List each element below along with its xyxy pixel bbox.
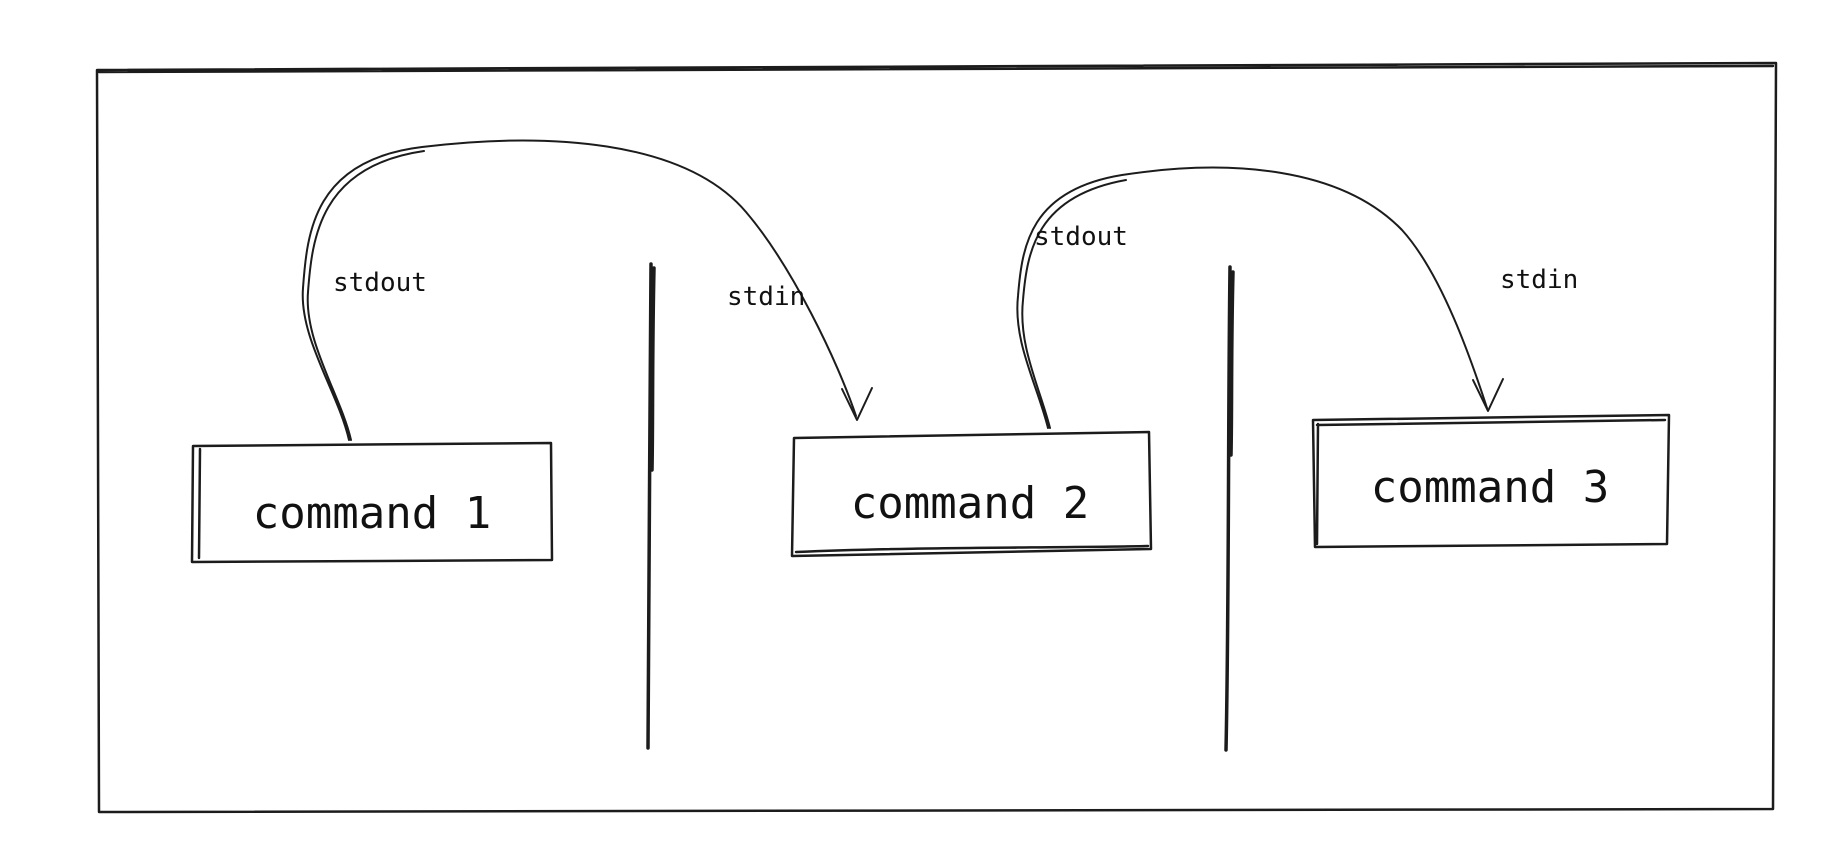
outer-frame <box>95 61 1778 814</box>
arrow-2-stdin-label: stdin <box>1500 265 1578 295</box>
command-3-label: command 3 <box>1371 462 1609 513</box>
arrow-2: stdout stdin <box>1016 166 1578 429</box>
arrow-1-stdin-label: stdin <box>727 282 805 312</box>
pipe-bar-2 <box>1224 265 1235 752</box>
command-1-box-outline <box>190 441 554 564</box>
command-1-box: command 1 <box>190 441 554 564</box>
command-2-box: command 2 <box>790 430 1153 558</box>
arrow-1-stdout-label: stdout <box>333 268 427 298</box>
arrow-1-curve <box>301 139 857 441</box>
command-3-box: command 3 <box>1311 413 1671 549</box>
arrow-2-head <box>1472 378 1504 412</box>
arrow-2-curve <box>1016 166 1488 429</box>
command-2-box-outline <box>790 430 1153 558</box>
command-2-label: command 2 <box>851 478 1089 529</box>
arrow-1-head <box>841 387 873 421</box>
arrow-1: stdout stdin <box>301 139 873 441</box>
arrow-2-stdout-label: stdout <box>1034 222 1128 252</box>
command-1-label: command 1 <box>253 488 491 539</box>
pipe-bar-1 <box>646 262 656 750</box>
command-3-box-outline <box>1311 413 1671 549</box>
